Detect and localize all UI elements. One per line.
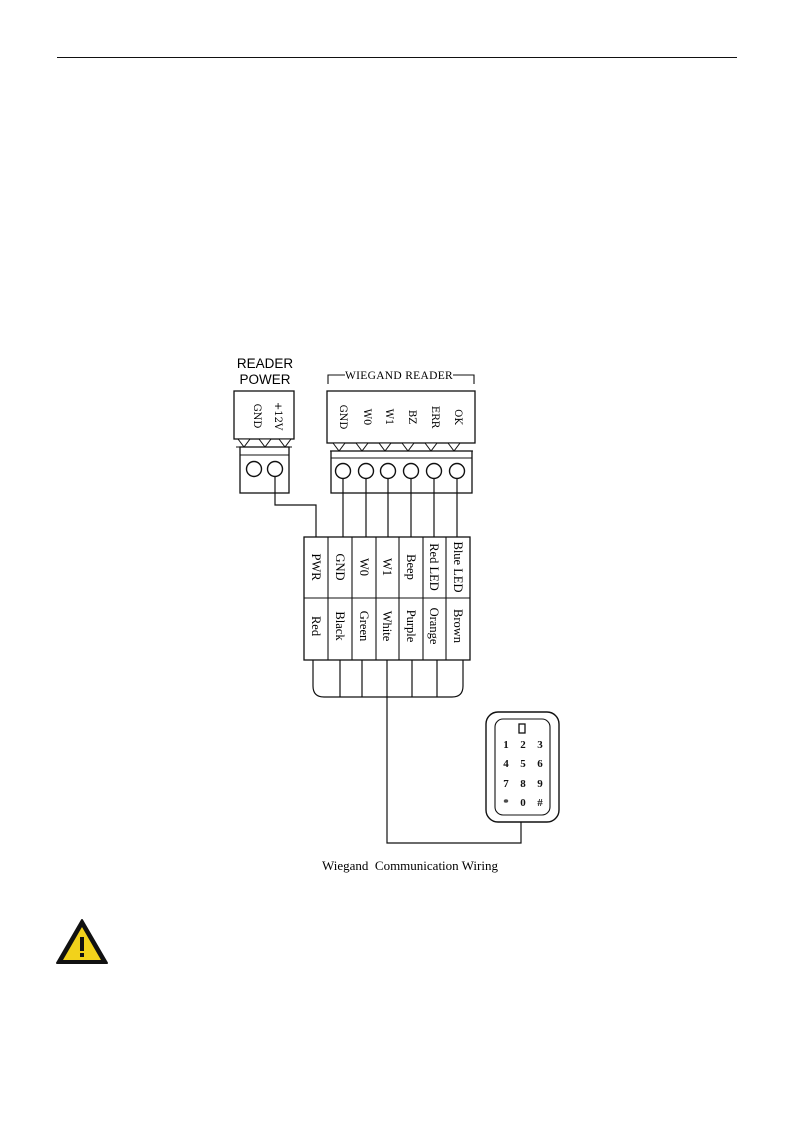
wiegand-terminal-w0: W0 [361,409,372,426]
reader-power-title-line1: READER [237,356,294,371]
keypad-key-1: 1 [503,739,509,751]
cable-signal-w0: W0 [357,558,371,576]
keypad-key-7: 7 [503,778,509,790]
keypad-led-indicator [519,724,525,733]
reader-power-terminal-12v: +12V [272,402,283,431]
cable-color-orange: Orange [427,608,441,645]
diagram-caption: Wiegand Communication Wiring [322,858,498,873]
wiegand-terminal-w1: W1 [383,409,394,426]
keypad-key-star: * [503,797,509,809]
cable-signal-w1: W1 [380,558,394,576]
keypad-key-9: 9 [537,778,543,790]
cable-signal-blue-led: Blue LED [451,541,465,592]
wiegand-reader-block: WIEGAND READER GND W0 W1 BZ ERR OK [327,370,475,493]
cable-color-green: Green [357,611,371,642]
cable-color-red: Red [309,616,323,637]
reader-power-title-line2: POWER [239,372,290,387]
keypad-key-8: 8 [520,778,526,790]
keypad-key-2: 2 [520,739,526,751]
reader-power-terminal-gnd: GND [251,404,262,429]
cable-color-black: Black [333,611,347,641]
reader-power-terminal-label-box [234,391,294,439]
wiegand-terminal-ok: OK [452,409,463,425]
keypad-key-5: 5 [520,758,526,770]
wiegand-screw-gnd [336,464,351,479]
wiegand-screw-w0 [359,464,374,479]
reader-power-block: READER POWER GND +12V [234,356,294,493]
wiegand-screw-err [427,464,442,479]
cable-signal-pwr: PWR [309,553,323,581]
wiegand-screw-w1 [381,464,396,479]
wiegand-terminal-gnd: GND [337,405,348,430]
cable-signal-gnd: GND [333,553,347,580]
cable-color-brown: Brown [451,609,465,644]
cable-signal-red-led: Red LED [427,543,441,591]
cable-color-purple: Purple [404,610,418,643]
wiegand-terminal-bz: BZ [406,410,417,424]
wiegand-connector-teeth [330,443,473,451]
wiegand-terminal-err: ERR [429,406,440,429]
wiegand-screw-ok [450,464,465,479]
warning-icon [57,920,107,963]
cable-signal-beep: Beep [404,554,418,580]
reader-power-connector-teeth [236,439,292,447]
wiegand-reader-title: WIEGAND READER [345,370,453,382]
reader-power-screw-12v [268,462,283,477]
keypad-key-0: 0 [520,797,526,809]
cable-label-table: PWR GND W0 W1 Beep Red LED Blue LED Red … [304,537,470,660]
keypad-key-4: 4 [503,758,509,770]
keypad-reader: 1 2 3 4 5 6 7 8 9 * 0 # [486,712,559,822]
keypad-key-6: 6 [537,758,543,770]
wiegand-screw-bz [404,464,419,479]
keypad-key-hash: # [537,797,543,809]
cable-color-white: White [380,611,394,642]
keypad-key-3: 3 [537,739,543,751]
reader-power-screw-gnd [247,462,262,477]
cable-bundle [313,660,463,697]
